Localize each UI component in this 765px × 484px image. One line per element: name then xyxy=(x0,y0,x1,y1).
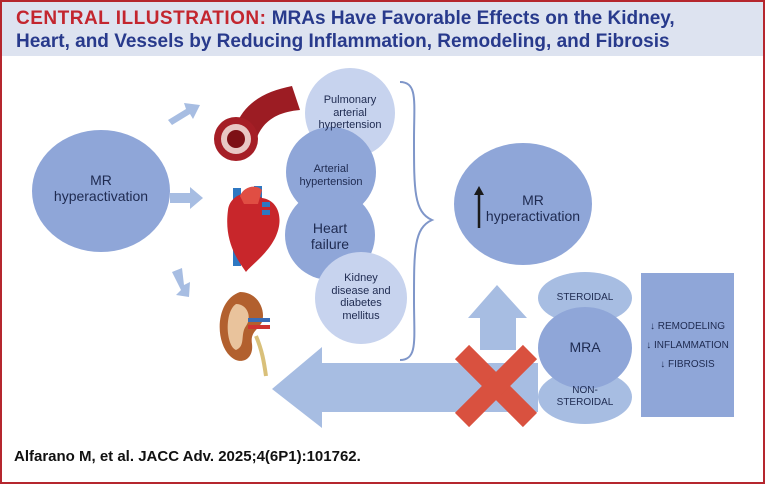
upward-arrow xyxy=(468,285,527,350)
red-x-icon xyxy=(454,344,538,428)
arterial-hypertension-label: Arterial hypertension xyxy=(291,163,371,188)
kidney-line-4: mellitus xyxy=(342,309,380,322)
steroidal-label: STEROIDAL xyxy=(538,292,632,304)
pah-line-1: Pulmonary xyxy=(323,94,377,106)
mr-hyperactivation-ellipse-right xyxy=(454,143,592,265)
mr-right-line-1: MR xyxy=(522,192,544,208)
mr-hyperactivation-label-left: MR hyperactivation xyxy=(32,172,170,204)
title-text: MRAs Have Favorable Effects on the Kidne… xyxy=(271,8,675,29)
mra-label: MRA xyxy=(538,339,632,355)
small-arrow-to-heart xyxy=(170,187,203,209)
heart-illustration xyxy=(227,186,280,272)
arterial-line-2: hypertension xyxy=(299,175,363,188)
effects-list: ↓ REMODELING ↓ INFLAMMATION ↓ FIBROSIS xyxy=(641,317,734,374)
steroidal-ellipse xyxy=(538,272,632,324)
up-arrowhead xyxy=(474,186,484,195)
mra-text: MRA xyxy=(569,339,601,355)
non-steroidal-label: NON- STEROIDAL xyxy=(538,385,632,408)
hf-line-2: failure xyxy=(310,236,350,253)
steroidal-text: STEROIDAL xyxy=(556,292,614,303)
kidney-disease-label: Kidney disease and diabetes mellitus xyxy=(321,272,401,323)
title-line-1: CENTRAL ILLUSTRATION: MRAs Have Favorabl… xyxy=(16,8,675,30)
nonsteroidal-line-1: NON- xyxy=(572,385,598,396)
pulmonary-arterial-hypertension-label: Pulmonary arterial hypertension xyxy=(310,94,390,132)
header-banner: CENTRAL ILLUSTRATION: MRAs Have Favorabl… xyxy=(2,2,763,56)
small-arrow-to-kidney xyxy=(172,268,190,297)
mra-ellipse xyxy=(538,307,632,389)
small-arrow-to-vessel xyxy=(168,103,200,125)
mr-label-line-1: MR xyxy=(90,172,112,188)
heart-failure-label: Heart failure xyxy=(290,220,370,252)
effect-fibrosis: ↓ FIBROSIS xyxy=(660,359,715,370)
pah-line-3: hypertension xyxy=(318,119,382,132)
arterial-hypertension-circle xyxy=(286,127,376,217)
kidney-disease-circle xyxy=(315,252,407,344)
curly-brace xyxy=(399,81,435,361)
mr-right-line-2: hyperactivation xyxy=(485,208,581,225)
kidney-line-1: Kidney xyxy=(344,272,378,284)
effects-box xyxy=(641,273,734,417)
kidney-illustration xyxy=(219,292,270,377)
nonsteroidal-line-2: STEROIDAL xyxy=(556,396,614,408)
arterial-line-1: Arterial xyxy=(313,163,349,175)
title-line-2: Heart, and Vessels by Reducing Inflammat… xyxy=(16,31,670,52)
pah-line-2: arterial xyxy=(333,106,367,119)
kidney-line-2: disease and xyxy=(331,284,391,297)
mr-hyperactivation-label-right: MR hyperactivation xyxy=(478,192,588,224)
citation: Alfarano M, et al. JACC Adv. 2025;4(6P1)… xyxy=(14,448,361,465)
effect-inflammation: ↓ INFLAMMATION xyxy=(646,340,729,351)
mr-hyperactivation-ellipse-left xyxy=(32,130,170,252)
mr-label-line-2: hyperactivation xyxy=(53,188,149,205)
effect-remodeling: ↓ REMODELING xyxy=(649,321,725,332)
title-prefix: CENTRAL ILLUSTRATION: xyxy=(16,8,267,29)
blood-vessel-illustration xyxy=(214,86,300,161)
kidney-line-3: diabetes xyxy=(340,297,382,310)
hf-line-1: Heart xyxy=(312,220,348,236)
